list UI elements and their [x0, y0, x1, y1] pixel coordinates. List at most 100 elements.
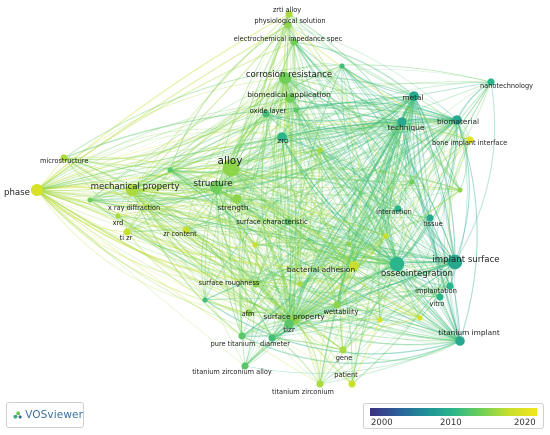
network-node-unlabeled[interactable]	[87, 197, 93, 203]
network-node-unlabeled[interactable]	[167, 167, 173, 173]
node-biomaterial[interactable]	[452, 115, 462, 125]
label-titanium-zirconium-alloy[interactable]: titanium zirconium alloy	[192, 368, 272, 376]
network-node-unlabeled[interactable]	[202, 297, 208, 303]
label-diameter[interactable]: diameter	[260, 340, 290, 348]
network-node-unlabeled[interactable]	[346, 241, 352, 247]
label-x-ray-diffraction[interactable]: x ray diffraction	[108, 204, 160, 212]
node-ti-zr[interactable]	[123, 228, 131, 236]
label-patient[interactable]: patient	[334, 371, 358, 379]
node-surface-characteristic[interactable]	[284, 218, 292, 226]
network-node-unlabeled[interactable]	[457, 187, 463, 193]
label-tizr[interactable]: tizr	[283, 325, 296, 334]
label-zro[interactable]: zro	[277, 136, 289, 145]
node-tizr[interactable]	[284, 319, 294, 329]
network-node-unlabeled[interactable]	[144, 204, 150, 210]
network-node-unlabeled[interactable]	[409, 179, 415, 185]
label-zr-content[interactable]: zr content	[163, 230, 197, 238]
node-mechanical-property[interactable]	[126, 184, 138, 196]
node-afm[interactable]	[245, 309, 253, 317]
node-pure-titanium[interactable]	[238, 332, 246, 340]
node-osseointegration[interactable]	[389, 256, 405, 272]
node-gene[interactable]	[339, 346, 347, 354]
label-xrd[interactable]: xrd	[113, 219, 124, 227]
node-nanotechnology[interactable]	[487, 78, 495, 86]
label-surface-characteristic[interactable]: surface characteristic	[236, 218, 308, 226]
label-physiological-solution[interactable]: physiological solution	[254, 17, 325, 25]
label-biomedical-application[interactable]: biomedical application	[247, 90, 331, 99]
label-wettability[interactable]: wettability	[324, 308, 359, 316]
label-pure-titanium[interactable]: pure titanium	[211, 340, 256, 348]
label-corrosion-resistance[interactable]: corrosion resistance	[246, 70, 332, 80]
label-bacterial-adhesion[interactable]: bacterial adhesion	[287, 265, 356, 274]
label-surface-property[interactable]: surface property	[263, 312, 325, 321]
network-node-unlabeled[interactable]	[417, 315, 423, 321]
node-structure[interactable]	[210, 181, 222, 193]
node-wettability[interactable]	[333, 301, 341, 309]
node-titanium-zirconium-alloy[interactable]	[241, 362, 249, 370]
node-implantation[interactable]	[446, 282, 454, 290]
node-microstructure[interactable]	[60, 154, 68, 162]
node-eis[interactable]	[290, 38, 298, 46]
label-nanotechnology[interactable]: nanotechnology	[480, 82, 533, 90]
label-metal[interactable]: metal	[402, 93, 423, 102]
node-tissue[interactable]	[426, 214, 434, 222]
network-node-unlabeled[interactable]	[293, 107, 299, 113]
node-titanium-zirconium[interactable]	[316, 380, 324, 388]
label-tissue[interactable]: tissue	[423, 220, 443, 228]
network-node-unlabeled[interactable]	[115, 213, 121, 219]
label-eis[interactable]: electrochemical impedance spec	[234, 35, 343, 43]
node-metal[interactable]	[409, 91, 419, 101]
network-node-unlabeled[interactable]	[252, 242, 258, 248]
label-biomaterial[interactable]: biomaterial	[437, 117, 479, 126]
node-implant-surface[interactable]	[447, 254, 463, 270]
label-zrti-alloy[interactable]: zrti alloy	[273, 6, 301, 14]
network-node-unlabeled[interactable]	[383, 233, 389, 239]
label-osseointegration[interactable]: osseointegration	[381, 269, 453, 279]
node-zrti-alloy[interactable]	[285, 10, 293, 18]
label-surface-roughness[interactable]: surface roughness	[199, 279, 260, 287]
label-strength[interactable]: strength	[217, 203, 248, 212]
node-biomedical-application[interactable]	[285, 93, 295, 103]
network-link	[201, 167, 232, 301]
node-alloy[interactable]	[222, 159, 240, 177]
label-mechanical-property[interactable]: mechanical property	[91, 182, 180, 192]
label-implant-surface[interactable]: implant surface	[432, 255, 499, 265]
label-phase[interactable]: phase	[4, 188, 30, 198]
node-physiological-solution[interactable]	[284, 21, 292, 29]
label-alloy[interactable]: alloy	[218, 155, 243, 167]
label-implantation[interactable]: implantation	[415, 287, 457, 295]
node-zro[interactable]	[277, 132, 287, 142]
label-oxide-layer[interactable]: oxide layer	[250, 107, 287, 115]
label-structure[interactable]: structure	[194, 179, 233, 189]
label-ti-zr[interactable]: ti zr	[120, 234, 133, 242]
label-interaction[interactable]: interaction	[376, 208, 412, 216]
node-phase[interactable]	[31, 184, 43, 196]
network-node-unlabeled[interactable]	[339, 63, 345, 69]
node-corrosion-resistance[interactable]	[279, 72, 291, 84]
network-node-unlabeled[interactable]	[377, 317, 383, 323]
node-bacterial-adhesion[interactable]	[349, 261, 359, 271]
node-titanium-implant[interactable]	[455, 336, 465, 346]
network-node-unlabeled[interactable]	[297, 281, 303, 287]
label-microstructure[interactable]: microstructure	[40, 157, 88, 165]
label-titanium-zirconium[interactable]: titanium zirconium	[272, 388, 334, 396]
node-oxide-layer[interactable]	[262, 110, 270, 118]
node-diameter[interactable]	[268, 334, 276, 342]
node-zr-content[interactable]	[182, 226, 190, 234]
node-surface-roughness[interactable]	[252, 280, 260, 288]
node-strength[interactable]	[232, 194, 242, 204]
label-technique[interactable]: technique	[388, 123, 425, 132]
node-technique[interactable]	[397, 117, 407, 127]
node-bone-implant-interface[interactable]	[466, 136, 474, 144]
label-vitro[interactable]: vitro	[430, 300, 445, 308]
network-node-unlabeled[interactable]	[317, 147, 323, 153]
label-afm[interactable]: afm	[242, 310, 255, 318]
label-titanium-implant[interactable]: titanium implant	[438, 328, 500, 337]
vosviewer-badge[interactable]: VOSviewer	[6, 402, 84, 428]
label-bone-implant-interface[interactable]: bone implant interface	[432, 139, 507, 147]
node-vitro[interactable]	[436, 293, 444, 301]
label-gene[interactable]: gene	[336, 354, 352, 362]
node-interaction[interactable]	[394, 205, 402, 213]
node-patient[interactable]	[348, 380, 356, 388]
